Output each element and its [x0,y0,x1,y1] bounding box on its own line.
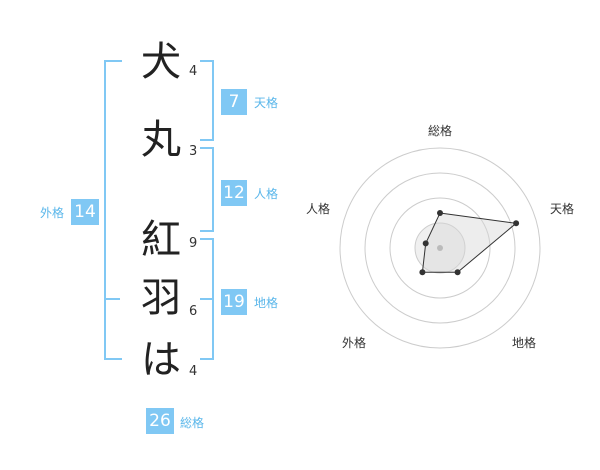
name-char-4: 羽 [141,275,181,321]
radar-ring-1 [414,222,466,274]
stroke-count-2: 3 [189,144,198,159]
outer-bracket [104,60,122,360]
ten-kaku-value: 7 [221,89,247,115]
radar-point-5 [422,240,429,247]
radar-axis-label-gaikaku: 外格 [342,336,367,350]
radar-ring-2 [389,197,491,299]
so-kaku-value: 26 [146,408,174,434]
chi-kaku-label: 地格 [254,296,279,310]
radar-chart [339,147,541,349]
radar-axis-label-chikaku: 地格 [512,336,537,350]
gai-kaku-value: 14 [71,199,99,225]
name-char-2: 丸 [141,117,181,163]
radar-ring-3 [364,172,516,324]
radar-point-2 [513,220,520,227]
radar-point-4 [419,269,426,276]
jin-kaku-value: 12 [221,180,247,206]
gai-kaku-label: 外格 [40,206,65,220]
stroke-count-4: 6 [189,304,198,319]
name-char-5: は [141,337,181,383]
radar-ring-4 [339,147,541,349]
radar-data-polygon [421,212,518,273]
ten-bracket [200,60,214,141]
chi-kaku-value: 19 [221,289,247,315]
outer-bracket-mid-tick [106,298,120,300]
jin-kaku-label: 人格 [254,187,279,201]
radar-axis-label-sokaku: 総格 [428,124,453,138]
chi-bracket-mid-tick [200,298,214,300]
stroke-count-5: 4 [189,364,198,379]
radar-point-1 [437,210,443,216]
radar-center-dot [437,245,443,251]
radar-axis-label-jinkaku: 人格 [306,202,331,216]
stroke-count-1: 4 [189,64,198,79]
radar-axis-label-tenkaku: 天格 [550,202,575,216]
so-kaku-label: 総格 [180,416,205,430]
name-char-1: 犬 [141,39,181,85]
stroke-count-3: 9 [189,236,198,251]
jin-bracket [200,147,214,232]
name-char-3: 紅 [141,217,181,263]
ten-kaku-label: 天格 [254,96,279,110]
radar-point-3 [454,269,461,276]
